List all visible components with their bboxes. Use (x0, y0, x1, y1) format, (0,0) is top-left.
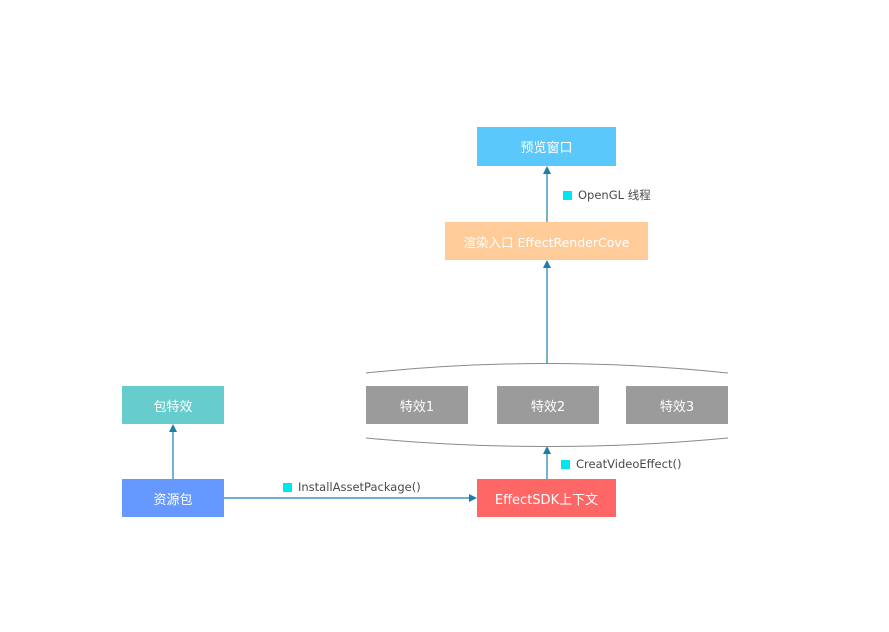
label-marker-square (283, 482, 292, 492)
opengl-thread-text: OpenGL 线程 (578, 188, 651, 202)
create-video-effect-text: CreatVideoEffect() (576, 457, 682, 471)
create-video-effect-label: CreatVideoEffect() (561, 457, 681, 471)
effects-group-bottom-curve (365, 437, 729, 447)
opengl-thread-label: OpenGL 线程 (563, 187, 651, 203)
effect-1-node: 特效1 (366, 386, 468, 424)
asset-package-node: 资源包 (122, 479, 224, 517)
sdk-context-node: EffectSDK上下文 (477, 479, 616, 517)
package-effect-node: 包特效 (122, 386, 224, 424)
install-asset-package-text: InstallAssetPackage() (298, 480, 421, 494)
label-marker-square (563, 190, 572, 200)
effects-group-top-curve (365, 363, 729, 374)
preview-window-node: 预览窗口 (477, 127, 616, 166)
install-asset-package-label: InstallAssetPackage() (283, 480, 421, 494)
effect-2-node: 特效2 (497, 386, 599, 424)
effect-3-node: 特效3 (626, 386, 728, 424)
label-marker-square (561, 459, 570, 469)
render-entry-node: 渲染入口 EffectRenderCove (445, 222, 648, 260)
